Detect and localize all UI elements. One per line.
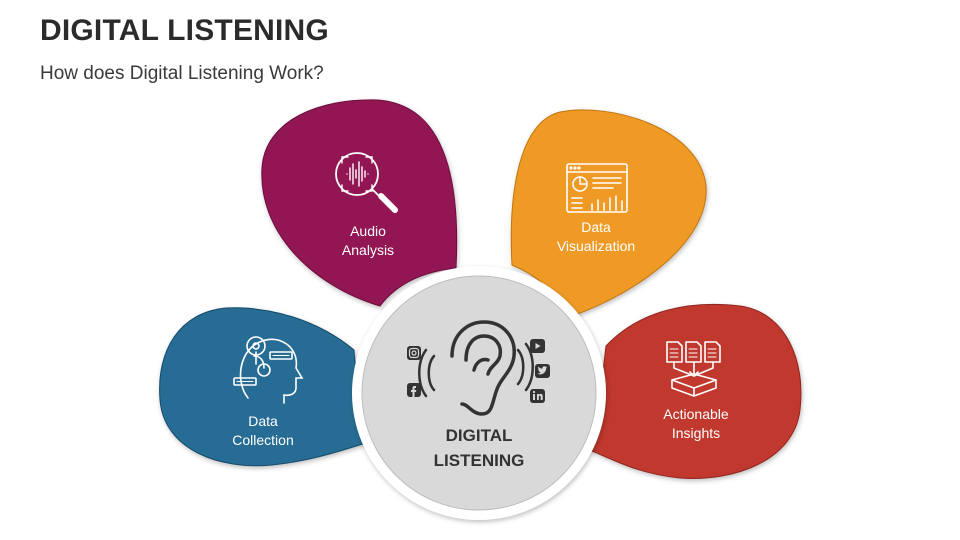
center-label-line2: LISTENING xyxy=(434,451,525,470)
petal-actionable-insights-line1: Actionable xyxy=(663,406,729,422)
center-label-line1: DIGITAL xyxy=(446,426,513,445)
petal-data-collection: Data Collection xyxy=(159,307,377,467)
petal-data-visualization: Data Visualization xyxy=(510,109,707,317)
petal-data-visualization-line2: Visualization xyxy=(557,238,635,254)
ear-icon xyxy=(418,320,534,416)
instagram-icon xyxy=(407,346,421,360)
facebook-icon xyxy=(407,383,421,397)
dashboard-icon xyxy=(566,163,628,213)
head-gears-icon xyxy=(233,336,304,404)
page-subtitle: How does Digital Listening Work? xyxy=(40,63,324,84)
petal-audio-analysis-line1: Audio xyxy=(350,223,386,239)
petal-actionable-insights: Actionable Insights xyxy=(589,303,802,479)
petal-actionable-insights-line2: Insights xyxy=(672,425,720,441)
petal-data-collection-line2: Collection xyxy=(232,432,293,448)
page-title: DIGITAL LISTENING xyxy=(40,14,329,47)
youtube-icon xyxy=(530,339,545,353)
documents-inbox-icon xyxy=(666,341,721,397)
audio-search-icon xyxy=(335,152,398,213)
twitter-icon xyxy=(535,364,550,378)
petal-data-visualization-line1: Data xyxy=(581,219,611,235)
petal-audio-analysis-line2: Analysis xyxy=(342,242,394,258)
petal-data-collection-line1: Data xyxy=(248,413,278,429)
petal-audio-analysis: Audio Analysis xyxy=(261,99,458,307)
center-hub: DIGITAL LISTENING xyxy=(352,266,606,520)
linkedin-icon xyxy=(530,389,545,403)
